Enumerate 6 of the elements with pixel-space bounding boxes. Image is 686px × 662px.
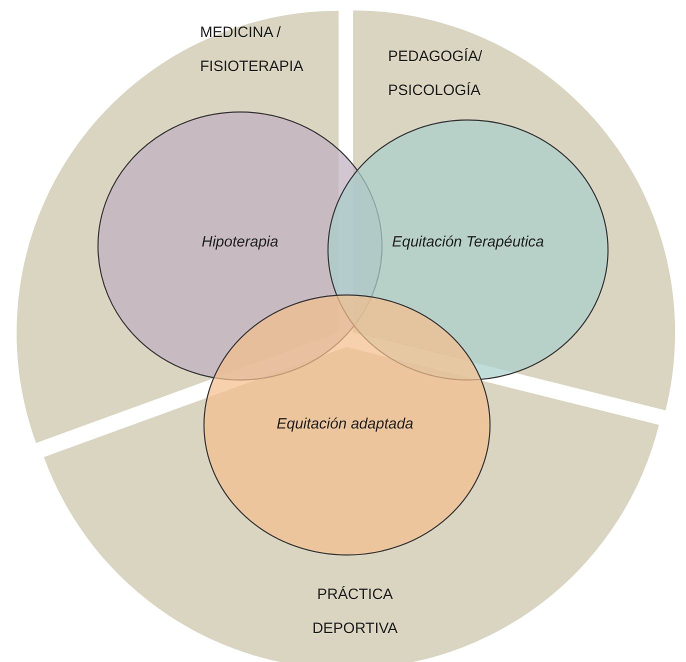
sector-label: MEDICINA / FISIOTERAPIA: [200, 23, 304, 77]
sector-label: PRÁCTICA DEPORTIVA: [311, 585, 399, 639]
circle-label: Equitación adaptada: [276, 416, 414, 432]
circle-label: Equitación Terapéutica: [392, 234, 544, 250]
sector-label: PEDAGOGÍA/ PSICOLOGÍA: [388, 47, 484, 101]
circle-label: Hipoterapia: [202, 234, 278, 250]
